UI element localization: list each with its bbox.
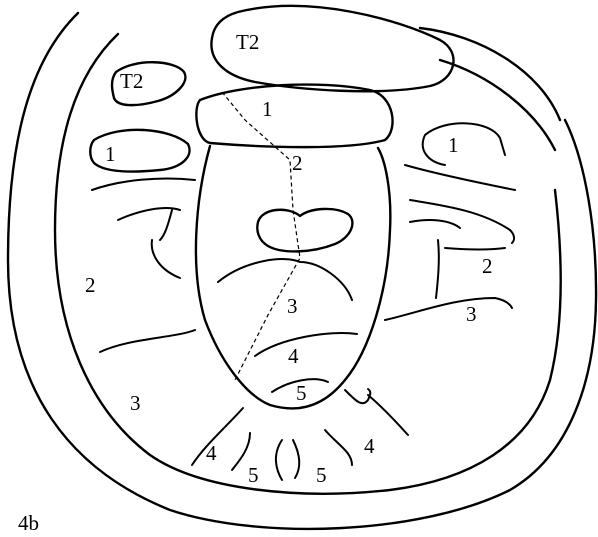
zone4-center-label: 4 <box>288 344 299 368</box>
zone3-left-label: 3 <box>130 391 141 415</box>
right-stroke-4 <box>445 248 505 250</box>
bottom-ray-4 <box>293 440 299 478</box>
zone1-center-label: 1 <box>262 97 273 121</box>
zone1-right-label: 1 <box>448 133 459 157</box>
bottom-ray-3 <box>276 440 282 480</box>
zone5-right-label: 5 <box>316 463 327 487</box>
zone1-center-shape <box>196 85 392 148</box>
left-stroke-5 <box>160 210 172 240</box>
bottom-ray-7 <box>368 395 408 435</box>
zone5-center-label: 5 <box>296 381 307 405</box>
panel-label: 4b <box>18 511 39 535</box>
zone4-center-arc <box>255 333 357 356</box>
zone4-right-label: 4 <box>364 434 375 458</box>
bottom-ray-6 <box>345 389 370 403</box>
zone3-right-label: 3 <box>466 302 477 326</box>
zone3-center-label: 3 <box>287 294 298 318</box>
left-stroke-1 <box>92 178 195 190</box>
t2-top-label: T2 <box>236 30 259 54</box>
dashed-midline <box>222 92 300 380</box>
zone2-left-label: 2 <box>85 273 96 297</box>
left-stroke-3 <box>152 240 180 278</box>
right-stroke-1 <box>405 165 515 190</box>
right-stroke-5 <box>436 240 439 298</box>
right-stroke-6 <box>385 298 512 320</box>
bottom-ray-1 <box>192 408 243 465</box>
central-oval <box>257 209 352 252</box>
left-stroke-4 <box>100 330 195 352</box>
bottom-ray-5 <box>325 430 352 465</box>
zone2-center-label: 2 <box>292 151 303 175</box>
outer-boundary-arc <box>8 13 596 529</box>
right-stroke-2 <box>410 200 514 243</box>
t2-left-label: T2 <box>120 69 143 93</box>
zone4-left-label: 4 <box>206 441 217 465</box>
zone3-center-arc <box>218 259 352 300</box>
zone2-right-label: 2 <box>482 254 493 278</box>
right-stroke-3 <box>410 220 460 228</box>
zone1-left-label: 1 <box>105 142 116 166</box>
zone1-right-shape <box>423 123 505 165</box>
zone5-left-label: 5 <box>248 463 259 487</box>
